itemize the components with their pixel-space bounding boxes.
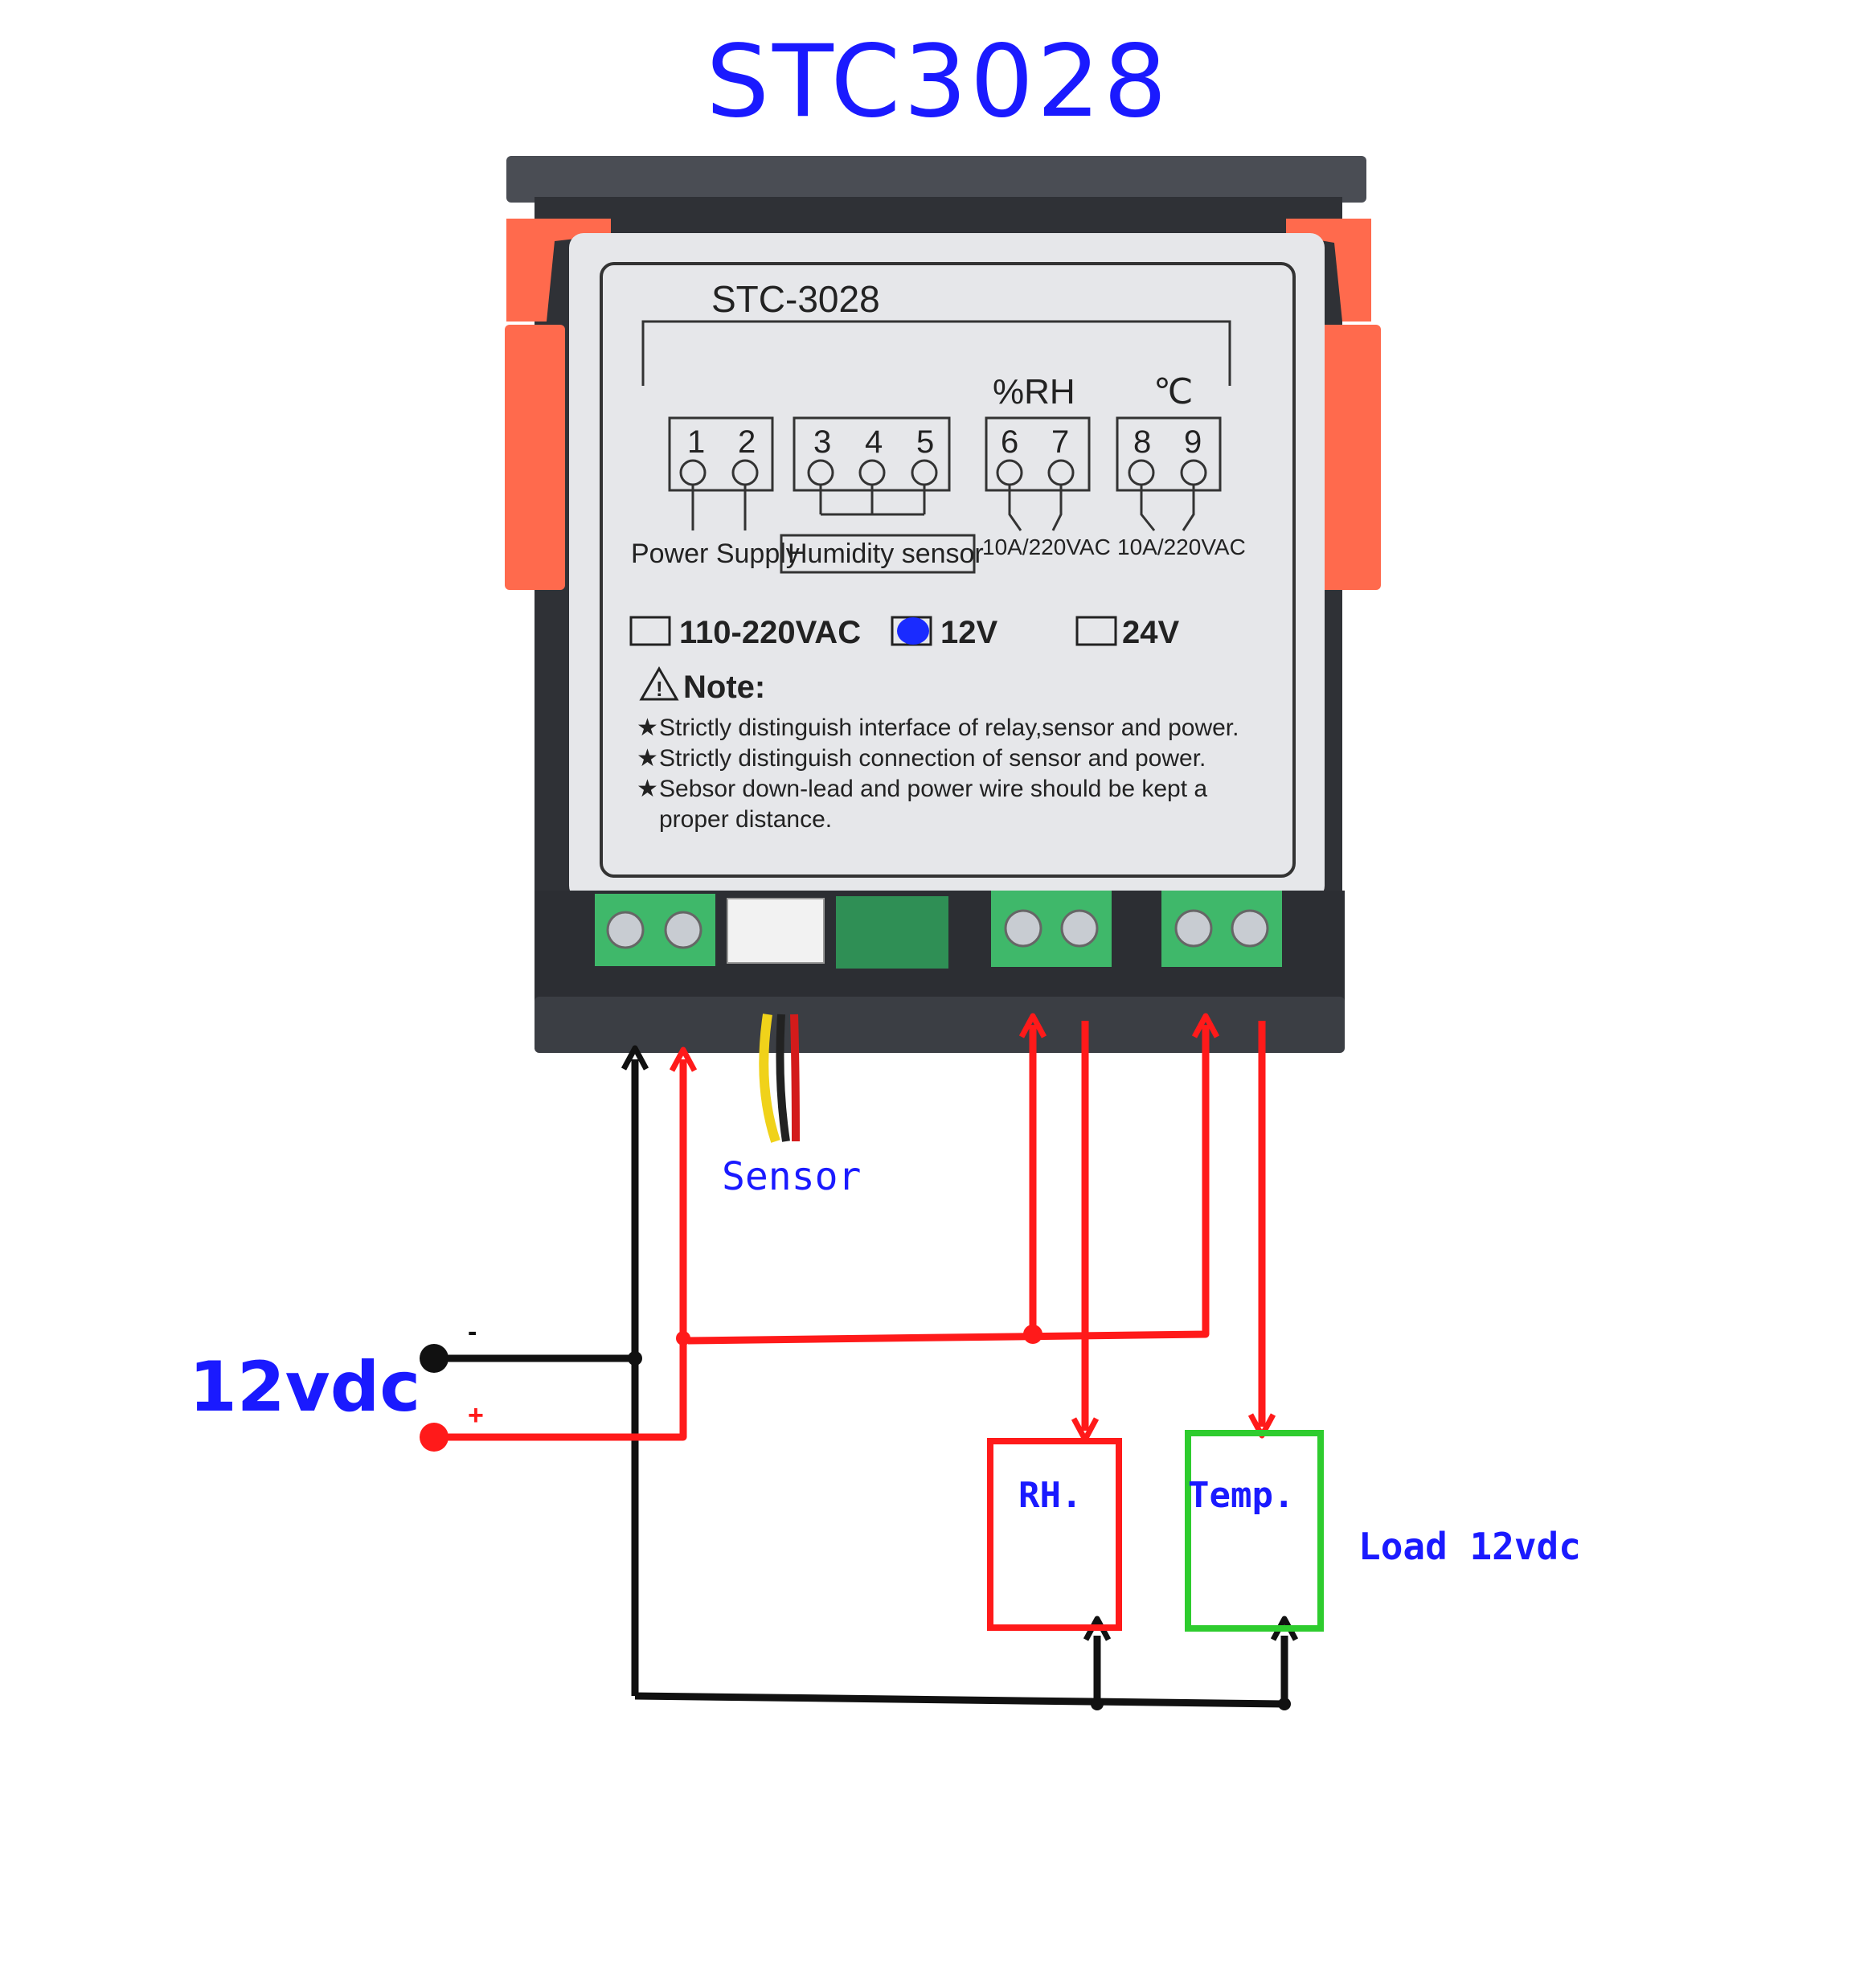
left-clip-lower [505, 325, 565, 590]
load-temp-box [1185, 1430, 1324, 1632]
sensor-label: Sensor [722, 1154, 861, 1199]
arrow-head-red [669, 1046, 698, 1072]
humidity-sensor-label: Humidity sensor [788, 539, 984, 569]
voltage-options: 110-220VAC 12V 24V [629, 615, 1179, 650]
humidity-sensor-box [780, 534, 976, 574]
terminal-group-1-2 [668, 416, 774, 492]
checkbox-24v [1075, 616, 1117, 646]
load-rh-label: RH. [1018, 1475, 1082, 1516]
junction-negative [1278, 1698, 1291, 1710]
note-line: Sebsor down-lead and power wire should b… [659, 776, 1207, 802]
supply-terminal-positive [420, 1423, 449, 1452]
terminal-number: 1 [687, 424, 705, 460]
arrow-head-black [1083, 1616, 1112, 1641]
arrow-head-red [1018, 1013, 1047, 1038]
arrow-head-black [621, 1045, 649, 1071]
sensor-connector [727, 898, 825, 964]
load-caption: Load 12vdc [1358, 1525, 1581, 1568]
arrow-head-red [1191, 1013, 1220, 1038]
checkbox-12v [891, 616, 932, 646]
terminal-number: 2 [738, 424, 756, 460]
plate-printing: STC-3028 %RH ℃ 1 2 3 4 5 6 7 8 9 [629, 278, 1246, 833]
checkbox-12v-mark [897, 617, 929, 645]
wire-positive-bus [687, 1025, 1210, 1345]
junction-negative [628, 1351, 642, 1366]
warning-icon-mark: ! [656, 677, 663, 701]
terminal-number: 4 [865, 424, 883, 460]
junction-positive [1023, 1325, 1042, 1344]
power-supply-label: Power Supply [631, 539, 800, 569]
junction-negative [1091, 1698, 1104, 1710]
terminal-outline [641, 320, 1231, 386]
label-plate [569, 233, 1325, 900]
load-rh-box [987, 1438, 1122, 1631]
pcb-area [836, 896, 948, 969]
sensor-cable-black [776, 1014, 790, 1142]
screw-8 [1174, 909, 1213, 948]
note-line: proper distance. [659, 806, 832, 833]
terminal-number: 3 [813, 424, 831, 460]
label-plate-border [600, 262, 1296, 878]
sensor-cable-yellow [759, 1014, 780, 1143]
load-temp-label: Temp. [1188, 1475, 1294, 1516]
terminal-group-6-7 [985, 416, 1091, 492]
right-clip-lower [1318, 325, 1381, 590]
left-clip-upper [506, 219, 611, 322]
terminal-group-8-9 [1116, 416, 1222, 492]
relay-rating-temp: 10A/220VAC [1117, 535, 1246, 559]
terminal-numbers: 1 2 3 4 5 6 7 8 9 [668, 416, 1222, 531]
diagram-title: STC3028 [706, 24, 1170, 140]
wire-positive-supply [434, 1059, 687, 1441]
rh-header: %RH [993, 372, 1075, 412]
wiring [434, 1013, 1299, 1708]
checkbox-110-220vac [629, 616, 671, 646]
note-section: ! Note: ★ Strictly distinguish interface… [637, 666, 1239, 833]
screw-2 [664, 911, 702, 949]
option-label: 12V [940, 615, 997, 650]
star-icon: ★ [637, 776, 658, 802]
terminal-number: 6 [1001, 424, 1018, 460]
option-label: 24V [1122, 615, 1179, 650]
note-title: Note: [683, 670, 765, 705]
star-icon: ★ [637, 745, 658, 772]
terminal-number: 8 [1133, 424, 1151, 460]
note-line: Strictly distinguish interface of relay,… [659, 715, 1239, 741]
device-bottom-lip [535, 997, 1345, 1053]
note-line: Strictly distinguish connection of senso… [659, 745, 1206, 772]
terminal-number: 5 [916, 424, 934, 460]
plus-label: + [468, 1400, 484, 1431]
terminal-number: 7 [1051, 424, 1069, 460]
supply-voltage-label: 12vdc [189, 1347, 420, 1427]
temp-header: ℃ [1153, 372, 1193, 412]
right-clip-upper [1286, 219, 1371, 322]
terminal-number: 9 [1184, 424, 1202, 460]
screw-7 [1060, 909, 1099, 948]
sensor-cable-red [790, 1014, 800, 1142]
supply-terminal-negative [420, 1344, 449, 1373]
arrow-head-black [1270, 1616, 1299, 1641]
option-label: 110-220VAC [679, 615, 861, 650]
star-icon: ★ [637, 715, 658, 741]
warning-icon [639, 666, 679, 701]
relay-rating-rh: 10A/220VAC [982, 535, 1111, 559]
device-top-bezel [506, 156, 1366, 203]
device-model: STC-3028 [711, 278, 880, 320]
wire-negative-return [634, 1692, 1285, 1708]
junction-positive [676, 1331, 690, 1345]
screw-9 [1231, 909, 1269, 948]
screw-1 [606, 911, 645, 949]
screw-6 [1004, 909, 1042, 948]
minus-label: - [468, 1317, 477, 1347]
